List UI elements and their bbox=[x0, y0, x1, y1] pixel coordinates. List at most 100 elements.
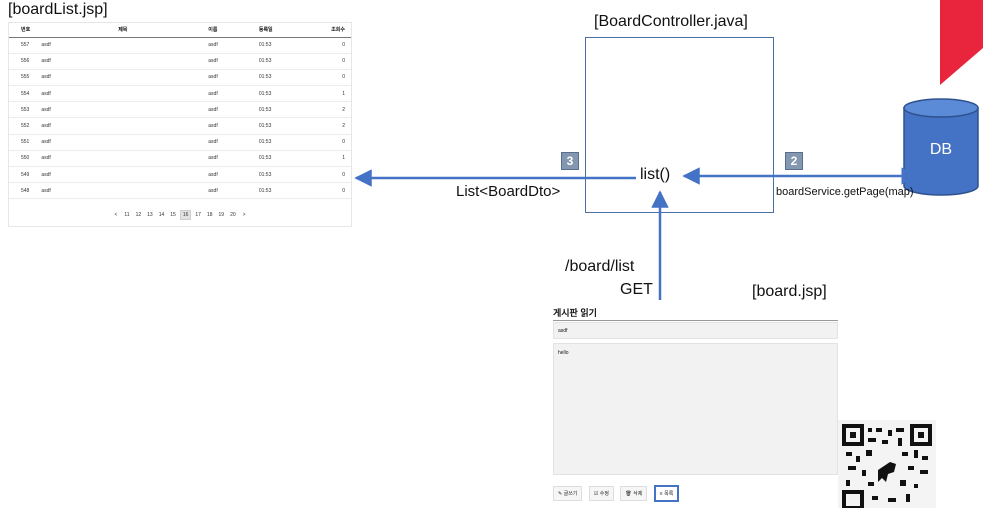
cell-number: 555 bbox=[9, 69, 40, 87]
cell-name: asdf bbox=[206, 166, 257, 184]
cell-number: 554 bbox=[9, 85, 40, 103]
pager-page-19[interactable]: 19 bbox=[218, 212, 225, 218]
cell-number: 552 bbox=[9, 117, 40, 135]
cell-title[interactable]: asdf bbox=[39, 134, 207, 151]
red-corner-decoration bbox=[940, 0, 983, 85]
pager-prev-button[interactable]: < bbox=[114, 212, 118, 218]
cell-date: 01:53 bbox=[256, 134, 306, 151]
delete-button[interactable]: 🗑 삭제 bbox=[620, 486, 648, 501]
cell-title[interactable]: asdf bbox=[39, 101, 207, 119]
board-action-buttons: ✎ 글쓰기 ☑ 수정 🗑 삭제 ≡ 목록 bbox=[553, 482, 681, 502]
cell-name: asdf bbox=[206, 182, 257, 200]
cell-title[interactable]: asdf bbox=[39, 117, 207, 135]
edit-icon: ☑ bbox=[593, 491, 599, 497]
cell-date: 01:53 bbox=[256, 182, 306, 200]
cell-name: asdf bbox=[206, 85, 257, 103]
cell-number: 549 bbox=[9, 166, 40, 184]
title-divider bbox=[553, 320, 838, 321]
return-type-label: List<BoardDto> bbox=[456, 183, 561, 200]
pager-page-11[interactable]: 11 bbox=[124, 212, 130, 218]
pager-page-16[interactable]: 16 bbox=[179, 210, 192, 220]
board-read-panel: 게시판 읽기 asdf hello ✎ 글쓰기 ☑ 수정 🗑 삭제 ≡ 목록 bbox=[548, 300, 840, 502]
cell-number: 548 bbox=[9, 182, 40, 200]
cell-hits: 2 bbox=[305, 117, 351, 135]
cell-date: 01:53 bbox=[256, 37, 306, 54]
cell-number: 557 bbox=[9, 37, 40, 54]
list-button[interactable]: ≡ 목록 bbox=[653, 485, 680, 502]
col-header-name: 이름 bbox=[206, 23, 257, 38]
cell-name: asdf bbox=[206, 101, 257, 119]
write-button[interactable]: ✎ 글쓰기 bbox=[553, 486, 583, 501]
database-cylinder: DB bbox=[903, 98, 979, 196]
pager-page-14[interactable]: 14 bbox=[158, 212, 165, 218]
cell-hits: 0 bbox=[305, 69, 351, 87]
pencil-icon: ✎ bbox=[558, 491, 563, 497]
board-list-caption: [boardList.jsp] bbox=[8, 1, 108, 18]
col-header-title: 제목 bbox=[39, 23, 207, 38]
pager-page-17[interactable]: 17 bbox=[195, 212, 201, 218]
board-caption: [board.jsp] bbox=[752, 283, 827, 300]
cell-name: asdf bbox=[206, 117, 257, 135]
pager-page-12[interactable]: 12 bbox=[135, 212, 142, 218]
step-badge-2: 2 bbox=[785, 152, 803, 170]
cell-number: 553 bbox=[9, 101, 40, 119]
cell-date: 01:53 bbox=[256, 85, 306, 103]
pager-page-18[interactable]: 18 bbox=[206, 212, 213, 218]
cell-title[interactable]: asdf bbox=[39, 69, 207, 87]
board-read-title: 게시판 읽기 bbox=[553, 308, 597, 318]
pager-page-13[interactable]: 13 bbox=[147, 212, 153, 218]
col-header-number: 번호 bbox=[9, 23, 40, 38]
cell-date: 01:53 bbox=[256, 53, 306, 70]
cell-name: asdf bbox=[206, 69, 257, 87]
subject-field: asdf bbox=[553, 322, 838, 339]
cell-title[interactable]: asdf bbox=[39, 182, 207, 200]
cell-title[interactable]: asdf bbox=[39, 53, 207, 70]
cell-number: 551 bbox=[9, 134, 40, 151]
cell-name: asdf bbox=[206, 150, 257, 168]
list-method-label: list() bbox=[640, 166, 671, 183]
request-method-label: GET bbox=[620, 281, 653, 298]
cell-hits: 1 bbox=[305, 150, 351, 168]
request-path-label: /board/list bbox=[565, 258, 635, 275]
cell-title[interactable]: asdf bbox=[39, 166, 207, 184]
pager-page-20[interactable]: 20 bbox=[230, 212, 236, 218]
cell-number: 550 bbox=[9, 150, 40, 168]
qr-code-icon bbox=[842, 424, 932, 508]
cell-hits: 0 bbox=[305, 53, 351, 70]
database-icon bbox=[903, 98, 979, 196]
cell-title[interactable]: asdf bbox=[39, 150, 207, 168]
cell-title[interactable]: asdf bbox=[39, 37, 207, 54]
pager-next-button[interactable]: > bbox=[242, 212, 246, 218]
controller-caption: [BoardController.java] bbox=[594, 13, 748, 30]
cell-number: 556 bbox=[9, 53, 40, 70]
content-field: hello bbox=[553, 343, 838, 475]
board-list-header-row: 번호 제목 이름 등록일 조회수 bbox=[9, 23, 351, 38]
col-header-date: 등록일 bbox=[256, 23, 306, 38]
service-call-label: boardService.getPage(map) bbox=[776, 186, 914, 198]
qr-code bbox=[838, 420, 936, 508]
cell-hits: 0 bbox=[305, 166, 351, 184]
cell-date: 01:53 bbox=[256, 166, 306, 184]
step-badge-3: 3 bbox=[561, 152, 579, 170]
trash-icon: 🗑 bbox=[625, 491, 632, 497]
cell-date: 01:53 bbox=[256, 117, 306, 135]
pager-page-15[interactable]: 15 bbox=[170, 212, 176, 218]
edit-button[interactable]: ☑ 수정 bbox=[588, 486, 614, 501]
cell-title[interactable]: asdf bbox=[39, 85, 207, 103]
list-icon: ≡ bbox=[659, 491, 663, 497]
delete-button-label: 삭제 bbox=[633, 491, 643, 497]
cell-hits: 1 bbox=[305, 85, 351, 103]
